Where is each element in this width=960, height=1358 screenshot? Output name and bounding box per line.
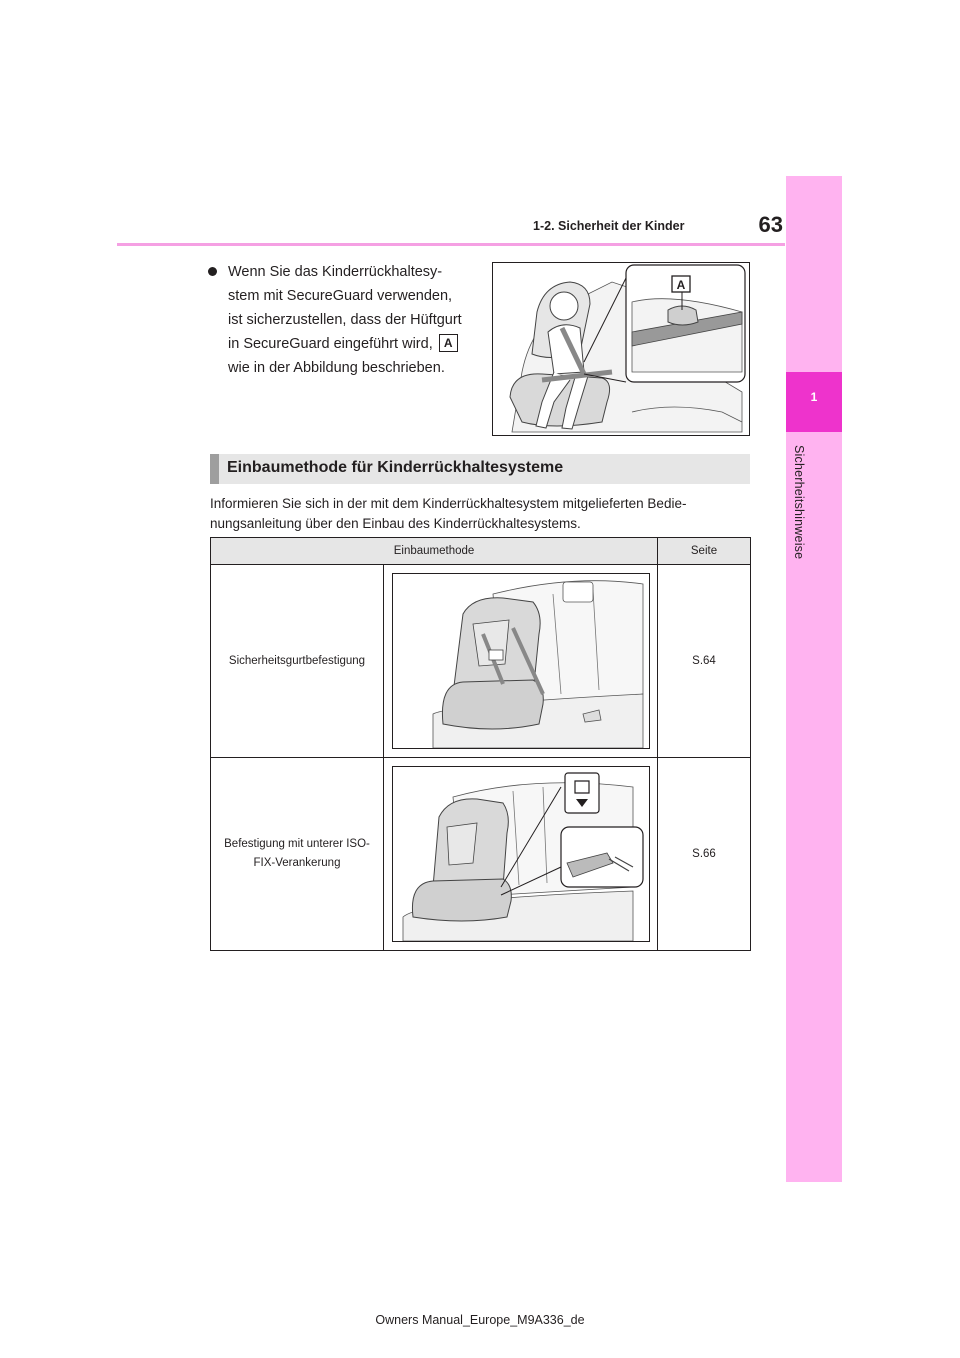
intro-line: Informieren Sie sich in der mit dem Kind… — [210, 496, 687, 511]
intro-line: nungsanleitung über den Einbau des Kinde… — [210, 516, 581, 531]
callout-label-a: A — [438, 334, 458, 352]
document-footer: Owners Manual_Europe_M9A336_de — [375, 1313, 585, 1327]
method-text: Sicherheitsgurtbefestigung — [228, 654, 366, 667]
chapter-tab-active-marker — [786, 372, 842, 432]
section-title: 1-2. Sicherheit der Kinder — [533, 219, 685, 233]
column-header-method: Einbaumethode — [210, 537, 658, 565]
chapter-label: Sicherheitshinweise — [792, 445, 806, 560]
bullet-line: in SecureGuard eingeführt wird, A — [228, 332, 478, 356]
page-reference: S.64 — [657, 564, 751, 758]
section-heading-bar: Einbaumethode für Kinderrückhaltesysteme — [210, 454, 750, 484]
chapter-side-tab — [786, 176, 842, 1182]
installation-method-table: Einbaumethode Seite Sicherheitsgurtbefes… — [210, 537, 751, 951]
bullet-line-text: in SecureGuard eingeführt wird, — [228, 336, 433, 352]
method-cell: Sicherheitsgurtbefestigung — [210, 564, 384, 758]
method-cell: Befestigung mit unterer ISO- FIX-Veranke… — [210, 757, 384, 951]
bullet-paragraph: Wenn Sie das Kinderrückhaltesy- stem mit… — [208, 260, 478, 380]
table-header-row: Einbaumethode Seite — [210, 537, 751, 565]
bullet-line: ist sicherzustellen, dass der Hüftgurt — [228, 312, 462, 328]
table-row: Befestigung mit unterer ISO- FIX-Veranke… — [210, 757, 751, 951]
method-text: Befestigung mit unterer ISO- — [224, 838, 370, 850]
page-reference: S.66 — [657, 757, 751, 951]
page-number: 63 — [758, 212, 783, 237]
table-row: Sicherheitsgurtbefestigung S.64 — [210, 564, 751, 758]
bullet-line: stem mit SecureGuard verwenden, — [228, 288, 453, 304]
bullet-line: wie in der Abbildung beschrieben. — [228, 360, 445, 376]
figure-callout-a: A — [677, 278, 686, 292]
figure-cell — [383, 757, 658, 951]
chapter-number: 1 — [810, 390, 818, 404]
header-rule — [117, 243, 785, 246]
secureguard-illustration: A — [492, 262, 750, 436]
seatbelt-installation-illustration — [391, 573, 650, 749]
section-heading-accent — [210, 454, 219, 484]
isofix-installation-illustration — [391, 766, 650, 942]
column-header-page: Seite — [657, 537, 751, 565]
bullet-line: Wenn Sie das Kinderrückhaltesy- — [228, 264, 443, 280]
section-heading: Einbaumethode für Kinderrückhaltesysteme — [227, 459, 564, 476]
intro-paragraph: Informieren Sie sich in der mit dem Kind… — [210, 494, 750, 534]
method-text: FIX-Verankerung — [253, 857, 341, 869]
bullet-dot-icon — [208, 267, 217, 276]
figure-cell — [383, 564, 658, 758]
